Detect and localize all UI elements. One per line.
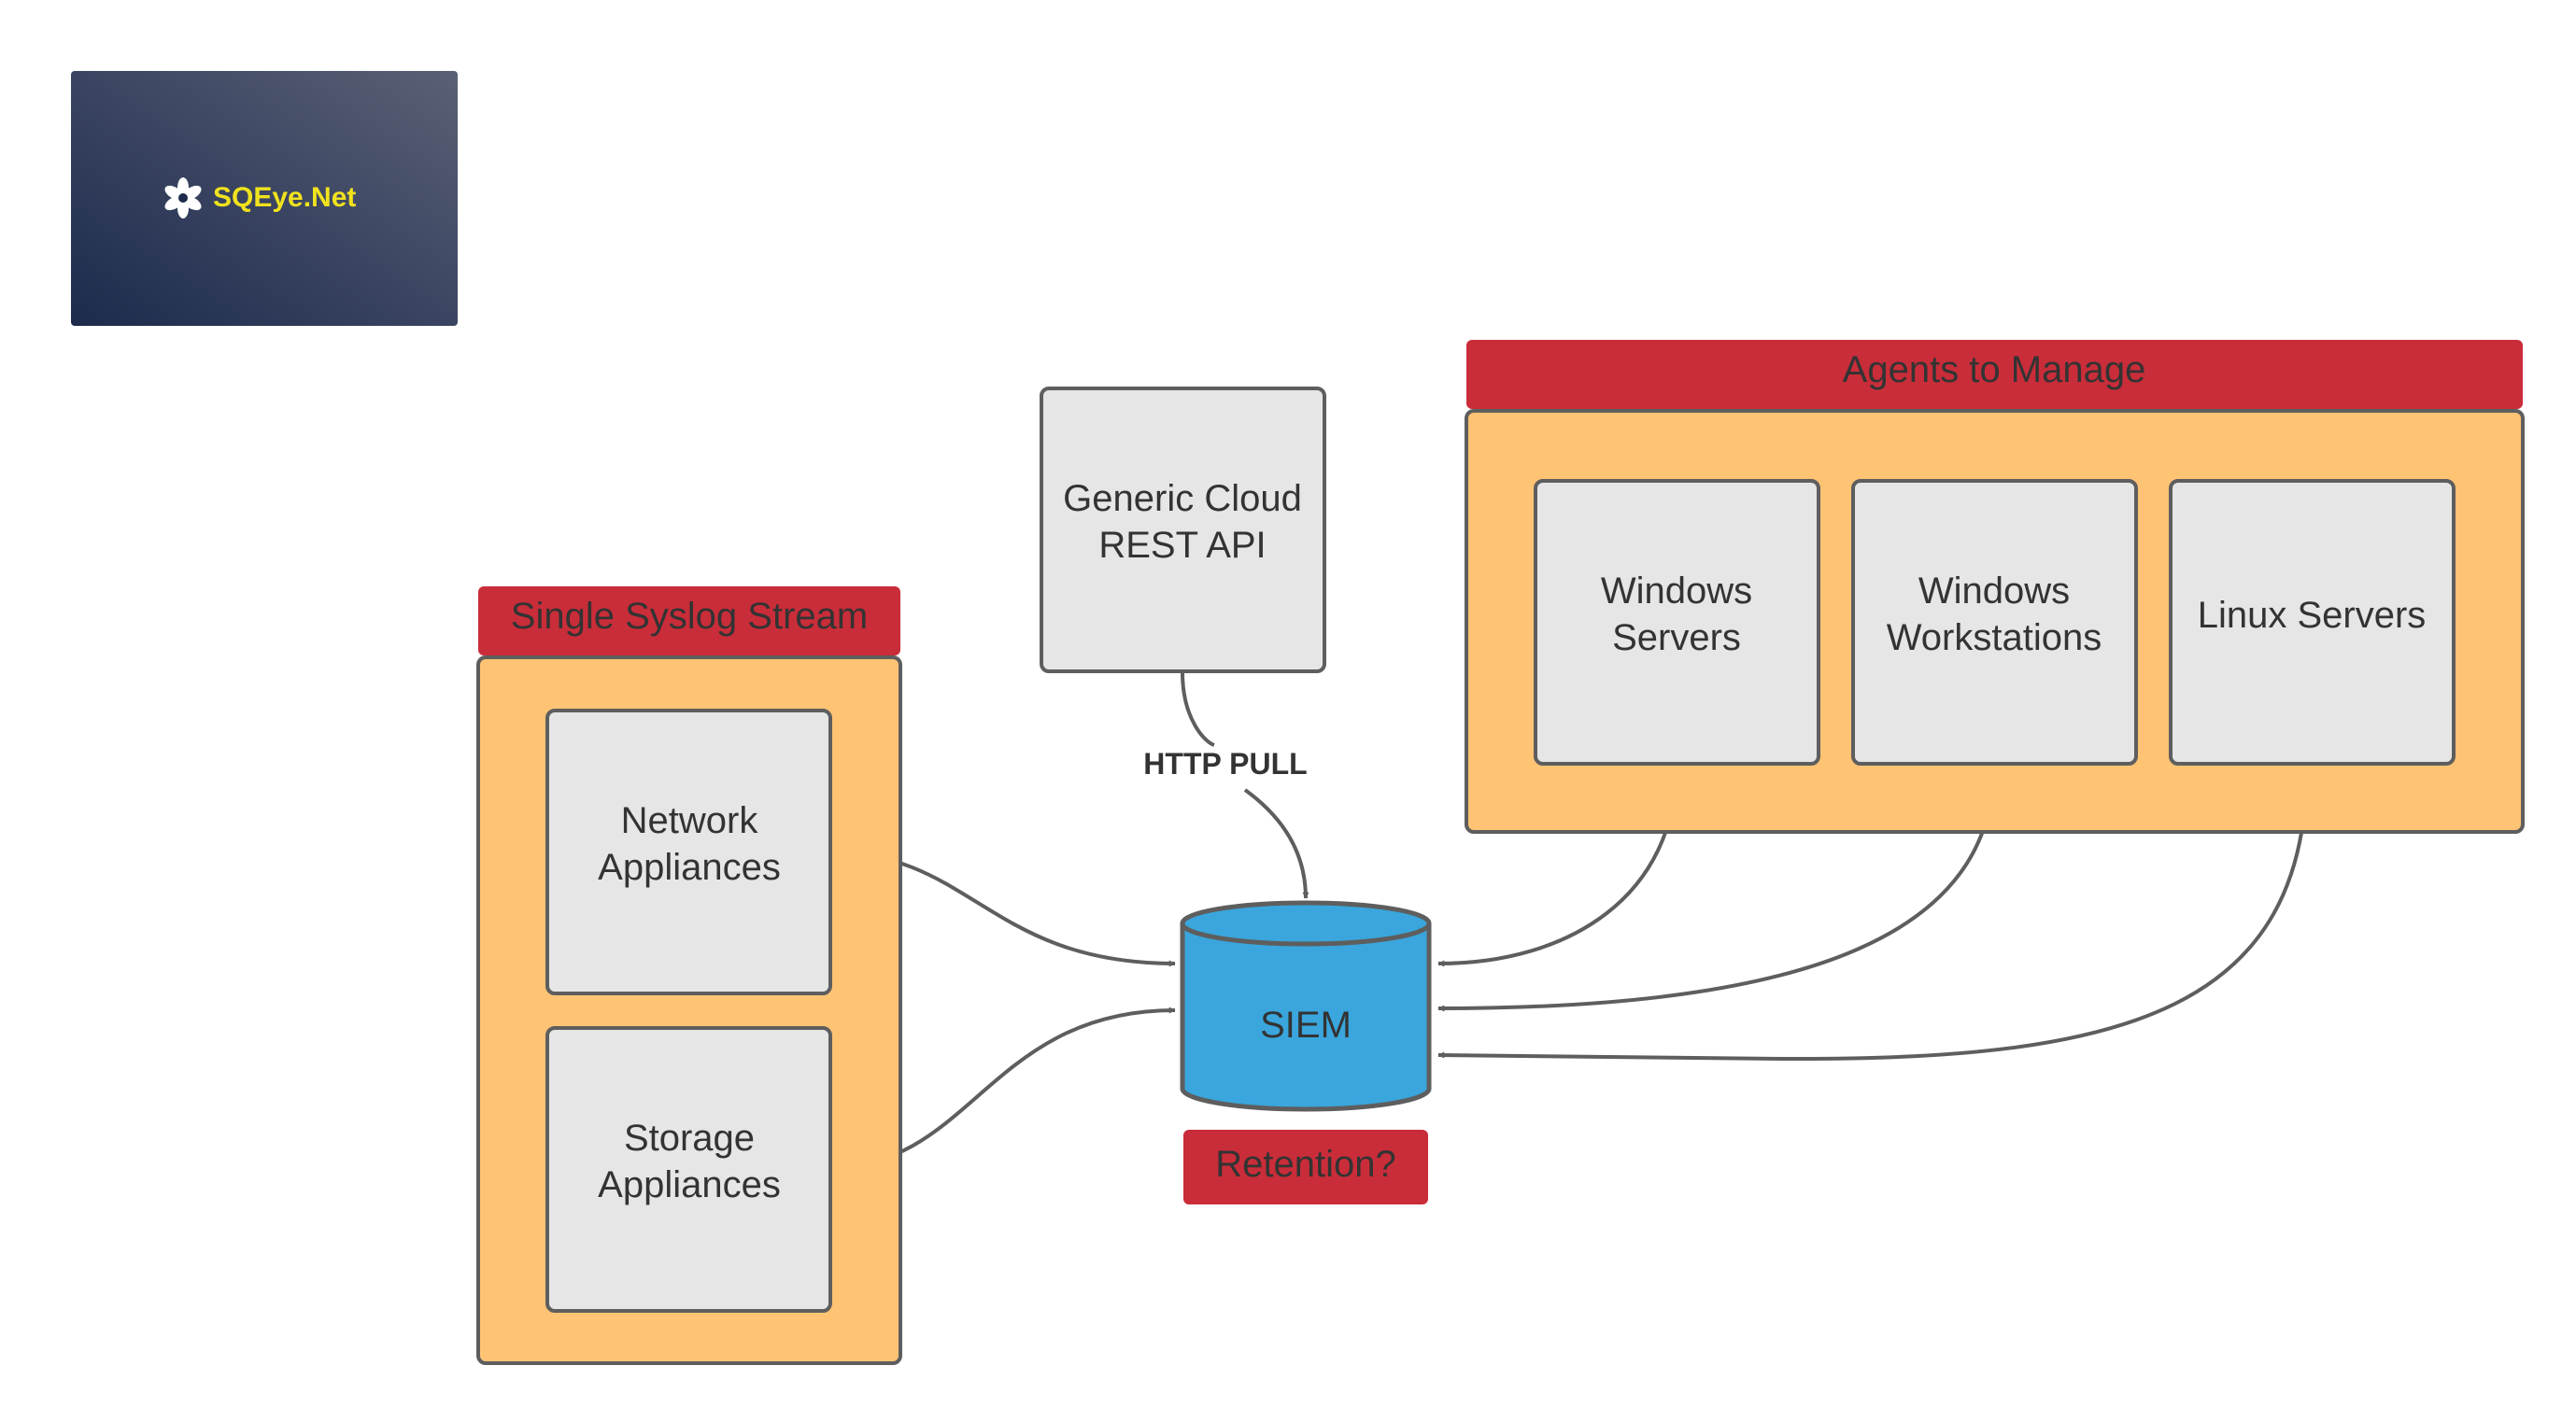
node-windows-workstations[interactable]: Windows Workstations [1851, 479, 2138, 766]
node-label-line1: Network [621, 800, 759, 841]
node-label-line2: Workstations [1887, 617, 2102, 658]
siem-label: SIEM [1260, 1005, 1352, 1046]
node-label-line1: Linux Servers [2198, 595, 2427, 636]
node-label-line1: Windows [1601, 570, 1752, 612]
node-storage-appliances[interactable]: Storage Appliances [545, 1026, 832, 1313]
node-label-line2: Servers [1612, 617, 1741, 658]
node-linux-servers[interactable]: Linux Servers [2169, 479, 2456, 766]
node-network-appliances[interactable]: Network Appliances [545, 709, 832, 995]
retention-label: Retention? [1215, 1144, 1395, 1185]
node-label-line1: Storage [624, 1118, 755, 1159]
connector-cloud-to-siem-lower [1243, 788, 1309, 899]
logo-text: SQEye.Net [213, 182, 356, 213]
node-generic-cloud-rest-api[interactable]: Generic Cloud REST API [1040, 387, 1326, 673]
node-label-line2: Appliances [598, 847, 781, 888]
connector-linux-to-siem [1437, 763, 2309, 1062]
syslog-group-header [478, 586, 900, 655]
connector-cloud-to-siem-upper [1181, 671, 1215, 747]
retention-note: Retention? [1183, 1130, 1428, 1204]
node-windows-servers[interactable]: Windows Servers [1534, 479, 1820, 766]
node-label-line2: REST API [1098, 525, 1266, 566]
node-label-line1: Generic Cloud [1063, 478, 1302, 519]
agents-group-header [1466, 340, 2523, 409]
siem-database[interactable]: SIEM [1180, 900, 1432, 1112]
siem-cylinder-top [1180, 900, 1432, 947]
agents-group-title: Agents to Manage [1843, 349, 2146, 390]
flower-icon [164, 177, 202, 218]
node-label-line2: Appliances [598, 1164, 781, 1205]
logo-background [71, 71, 458, 326]
agents-group: Agents to Manage Windows Servers Windows… [1465, 340, 2525, 834]
syslog-group-title: Single Syslog Stream [511, 596, 868, 637]
syslog-group: Single Syslog Stream Network Appliances … [476, 586, 902, 1365]
siem-cylinder-body [1180, 923, 1432, 1112]
http-pull-label: HTTP PULL [1143, 747, 1307, 781]
logo: SQEye.Net [71, 71, 458, 326]
node-label-line1: Windows [1918, 570, 2070, 612]
